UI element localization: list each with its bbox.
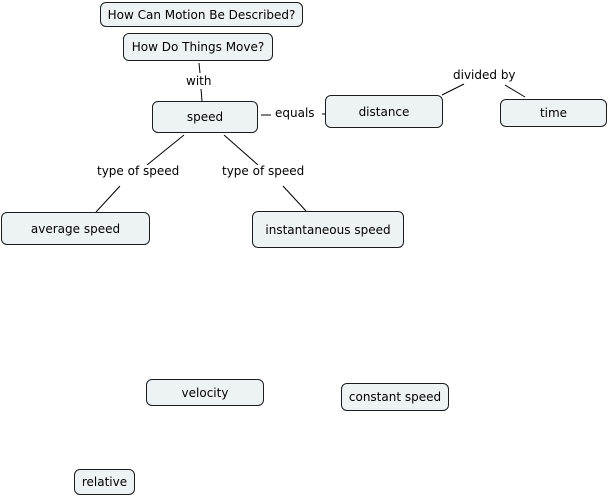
connector-speed-type-right [223,134,259,166]
concept-how-can-motion-be-described[interactable]: How Can Motion Be Described? [100,2,303,27]
link-label-with: with [184,74,214,88]
link-label-type-of-speed-left: type of speed [95,164,182,178]
connector-dividedby-time [504,84,526,98]
link-label-type-of-speed-right: type of speed [220,164,307,178]
connector-type-left-average [95,185,121,213]
concept-relative[interactable]: relative [74,469,135,495]
link-label-divided-by: divided by [451,68,518,82]
concept-instantaneous-speed[interactable]: instantaneous speed [252,211,404,248]
concept-constant-speed[interactable]: constant speed [341,383,449,411]
connector-speed-type-left [146,134,185,166]
connector-question-with [198,62,201,74]
concept-distance[interactable]: distance [325,95,443,128]
connector-with-speed [200,88,203,102]
concept-time[interactable]: time [500,99,607,127]
concept-speed[interactable]: speed [152,101,258,133]
connector-type-right-instantaneous [282,185,307,212]
concept-average-speed[interactable]: average speed [1,212,150,245]
link-label-equals: equals [273,106,317,120]
concept-velocity[interactable]: velocity [146,379,264,406]
connector-distance-dividedby [441,83,465,96]
concept-how-do-things-move[interactable]: How Do Things Move? [123,33,273,61]
